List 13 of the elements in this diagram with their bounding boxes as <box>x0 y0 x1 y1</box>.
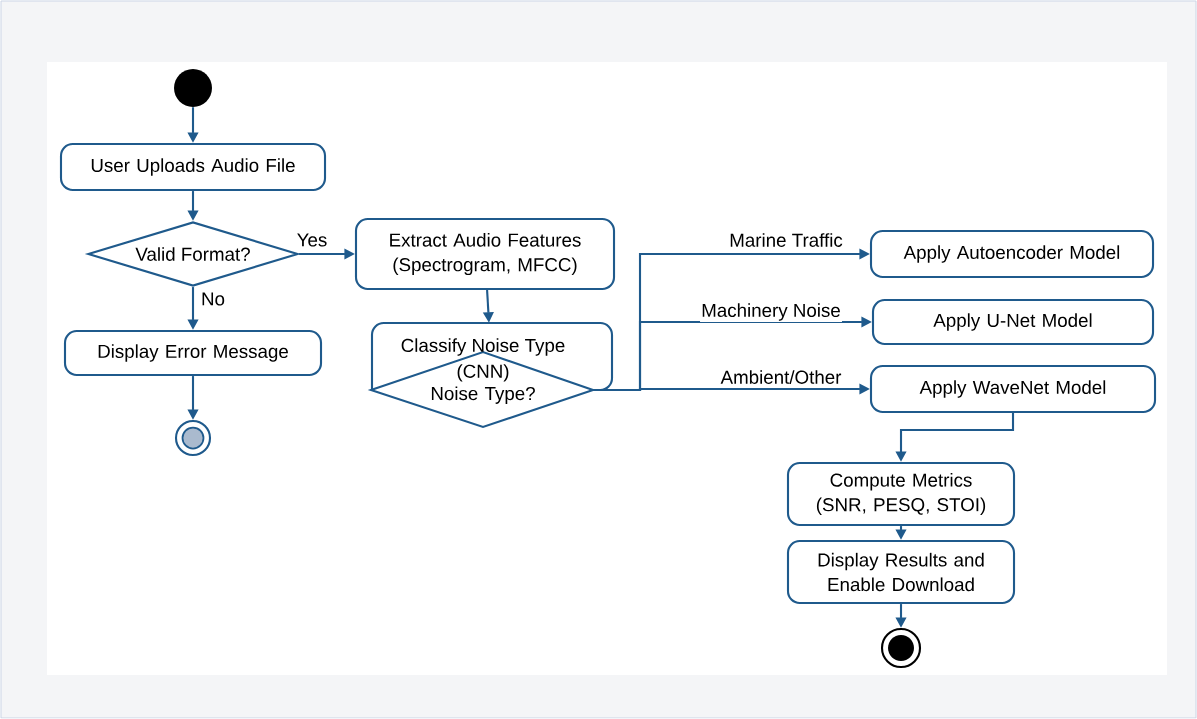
process-box: Apply WaveNet Model <box>869 364 1157 414</box>
process-box: Apply U-Net Model <box>871 298 1155 346</box>
final-node <box>174 419 212 457</box>
process-box: User Uploads Audio File <box>59 142 327 192</box>
start-node <box>174 69 212 107</box>
edge-label: Machinery Noise <box>700 302 842 322</box>
process-box: Display Error Message <box>63 329 323 377</box>
process-box: Display Results and Enable Download <box>786 539 1016 605</box>
process-box: Compute Metrics (SNR, PESQ, STOI) <box>786 461 1016 527</box>
edge-label: No <box>199 291 227 307</box>
process-box: Extract Audio Features (Spectrogram, MFCC) <box>354 217 616 291</box>
end-node <box>880 627 922 669</box>
process-box: Apply Autoencoder Model <box>869 229 1155 279</box>
